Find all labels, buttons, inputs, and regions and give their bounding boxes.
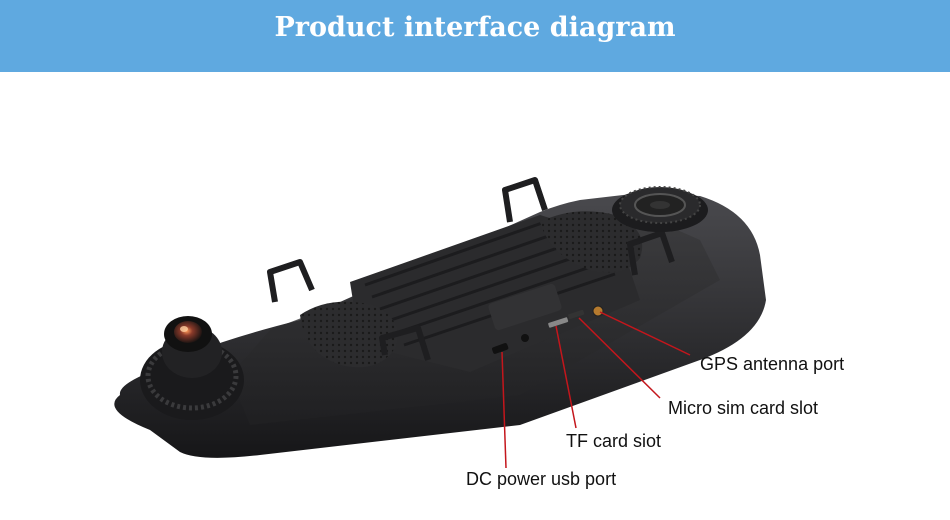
gps-antenna-port (592, 305, 604, 317)
gps-callout-line (599, 311, 691, 356)
gps-antenna-port-label: GPS antenna port (700, 354, 845, 374)
tf-callout-line (555, 325, 577, 429)
header-banner: Product interface diagram (0, 0, 950, 72)
dc-callout-line (501, 351, 507, 469)
sim-callout-line (578, 317, 661, 399)
dc-power-port-label: DC power usb port (466, 469, 617, 489)
audio-jack (521, 334, 529, 342)
tf-card-slot-label: TF card siot (566, 431, 662, 451)
micro-sim-slot-label: Micro sim card slot (668, 398, 819, 418)
tf-card-slot (548, 317, 569, 328)
page-title: Product interface diagram (274, 12, 676, 43)
dash-cam-mirror-icon (114, 193, 767, 458)
front-camera-lens-icon (140, 316, 244, 420)
product-diagram (114, 177, 767, 469)
rear-mount-clip-icon (267, 177, 675, 361)
dc-power-port (492, 343, 509, 354)
sim-card-slot (568, 309, 585, 320)
speaker-grille-icon (612, 186, 708, 232)
